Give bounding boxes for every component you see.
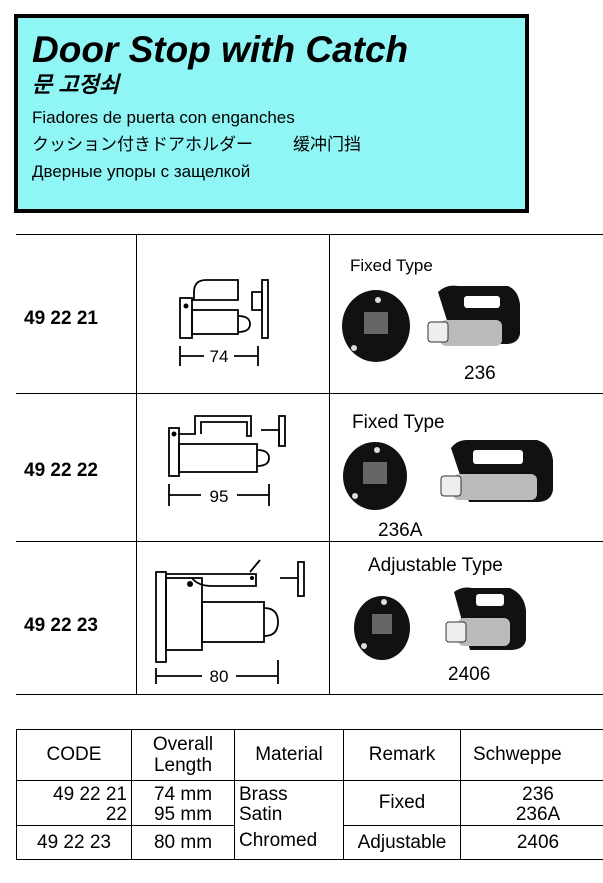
row-divider xyxy=(16,694,603,695)
header-material: Material xyxy=(234,729,344,781)
header-remark: Remark xyxy=(343,729,461,781)
material-chromed: Chromed xyxy=(239,830,318,851)
row-divider xyxy=(16,393,603,394)
title-box: Door Stop with Catch 문 고정쇠 Fiadores de p… xyxy=(14,14,529,213)
type-label: Fixed Type xyxy=(350,256,433,275)
length-74: 74 mm xyxy=(153,784,213,805)
product-photo-236 xyxy=(342,285,520,362)
column-divider xyxy=(136,234,137,694)
title-jp-cn-row: クッション付きドアホルダー 缓冲门挡 xyxy=(32,131,511,158)
model-label: 236A xyxy=(378,520,423,541)
product-code: 49 22 22 xyxy=(24,460,98,481)
table-header-row: CODE Overall Length Material Remark Schw… xyxy=(16,729,603,781)
schweppe-236A: 236A xyxy=(515,804,561,825)
cell-material: Brass Satin Chromed xyxy=(234,780,344,860)
dimension-95: 95 xyxy=(210,487,229,506)
title-chinese: 缓冲门挡 xyxy=(293,135,361,154)
code-49-22-21: 49 22 21 xyxy=(53,784,127,805)
row-divider xyxy=(16,541,603,542)
header-schweppe: Schweppe xyxy=(460,729,603,781)
table-row: 49 22 21 22 74 mm 95 mm Brass Satin Chro… xyxy=(16,780,603,860)
table-row: 49 22 23 80 mm Adjustable 2406 xyxy=(16,825,603,860)
model-label: 236 xyxy=(464,363,496,384)
type-label: Fixed Type xyxy=(352,412,445,433)
page-title: Door Stop with Catch xyxy=(32,29,409,70)
product-photo-236A xyxy=(343,440,553,510)
cell-length-80: 80 mm xyxy=(131,825,235,860)
cell-code-49-22-23: 49 22 23 xyxy=(16,825,132,860)
door-stop-drawing-1: 74 xyxy=(179,279,269,366)
dimension-74: 74 xyxy=(210,347,229,366)
type-label: Adjustable Type xyxy=(368,555,503,576)
header-overall-length: Overall Length xyxy=(131,729,235,781)
material-satin: Satin xyxy=(239,804,283,825)
product-code: 49 22 21 xyxy=(24,308,98,329)
title-spanish: Fiadores de puerta con enganches xyxy=(32,108,295,127)
door-stop-drawing-2: 95 xyxy=(168,415,286,506)
title-japanese: クッション付きドアホルダー xyxy=(32,135,253,154)
cell-code: 49 22 21 22 xyxy=(16,780,132,826)
dimension-80: 80 xyxy=(210,667,229,686)
title-korean: 문 고정쇠 xyxy=(32,72,120,97)
cell-schweppe: 236 236A xyxy=(460,780,603,826)
product-code: 49 22 23 xyxy=(24,615,98,636)
cell-remark-adjustable: Adjustable xyxy=(343,825,461,860)
title-russian: Дверные упоры с защелкой xyxy=(32,162,251,181)
door-stop-drawing-3: 80 xyxy=(155,559,305,686)
row-divider xyxy=(16,234,603,235)
column-divider xyxy=(329,234,330,694)
length-95: 95 mm xyxy=(153,804,213,825)
header-code: CODE xyxy=(16,729,132,781)
cell-remark-fixed: Fixed xyxy=(343,780,461,826)
model-label: 2406 xyxy=(448,664,491,685)
cell-schweppe-2406: 2406 xyxy=(460,825,603,860)
code-22: 22 xyxy=(105,804,127,825)
product-photo-2406 xyxy=(354,587,526,660)
spec-table: CODE Overall Length Material Remark Schw… xyxy=(16,729,603,860)
material-brass: Brass xyxy=(239,784,288,805)
schweppe-236: 236 xyxy=(522,784,554,805)
cell-length: 74 mm 95 mm xyxy=(131,780,235,826)
